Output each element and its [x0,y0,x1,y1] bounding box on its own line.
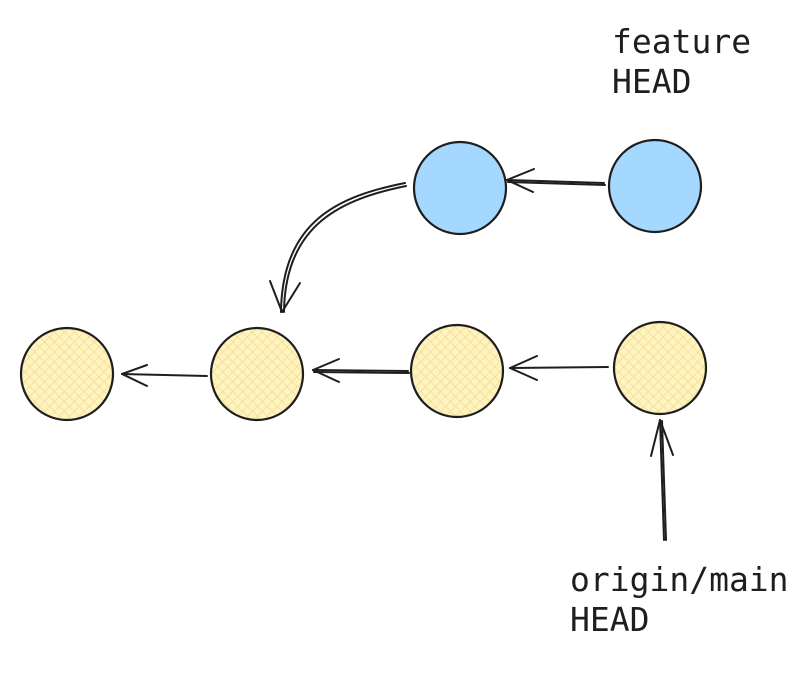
feature-head-marker: HEAD [612,62,692,101]
commits [19,138,708,422]
commit-node-main-2 [209,326,305,422]
commit-node-feature-1 [412,140,508,236]
commit-node-feature-2 [607,138,703,234]
edge-feature-2-to-feature-1 [506,168,606,193]
edge-origin-main-to-main-4 [650,419,674,541]
commit-node-main-1 [19,326,115,422]
edge-feature-1-to-main-2 [269,182,407,313]
edge-main-2-to-main-1 [121,364,208,387]
feature-branch-name: feature [612,22,752,61]
origin-main-head-marker: HEAD [570,600,650,639]
edge-main-4-to-main-3 [509,355,609,381]
commit-node-main-3 [409,323,505,419]
feature-head-label: feature HEAD [612,22,751,102]
origin-main-branch-name: origin/main [570,560,789,599]
commit-node-main-4 [612,320,708,416]
edges [121,168,674,541]
origin-main-head-label: origin/main HEAD [570,560,789,640]
edge-main-3-to-main-2 [312,358,410,383]
